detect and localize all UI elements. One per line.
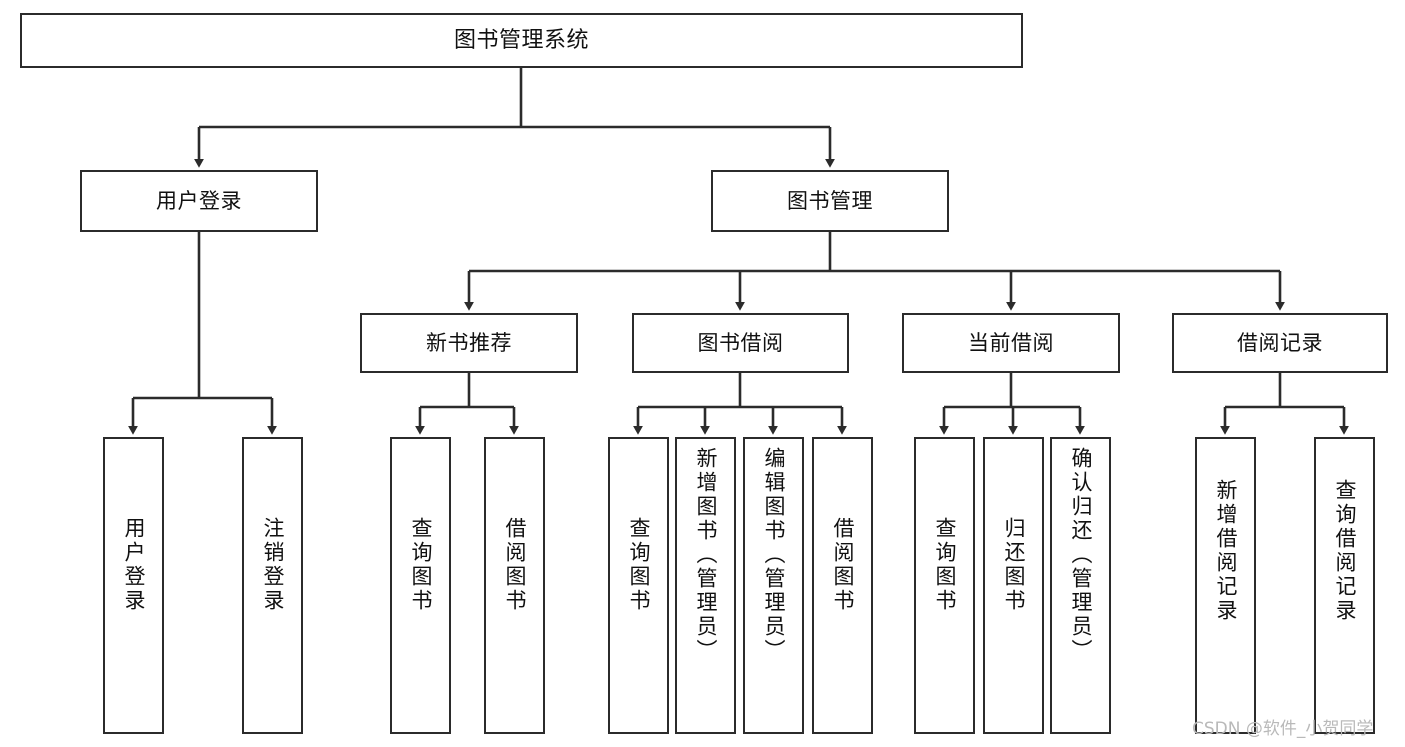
node-leaf-borrow-book-2-label: 借阅图书	[831, 517, 855, 613]
node-borrow-record-label: 借阅记录	[1237, 330, 1323, 355]
node-leaf-borrow-book-1-label: 借阅图书	[503, 517, 527, 613]
node-leaf-edit-book[interactable]: 编辑图书（管理员）	[743, 437, 804, 734]
watermark: CSDN @软件_小贺同学	[1192, 719, 1374, 739]
node-leaf-add-book[interactable]: 新增图书（管理员）	[675, 437, 736, 734]
node-leaf-add-book-label: 新增图书（管理员）	[694, 447, 718, 663]
node-user-login[interactable]: 用户登录	[80, 170, 318, 232]
node-root-label: 图书管理系统	[453, 27, 589, 53]
node-leaf-user-login-label: 用户登录	[122, 517, 146, 613]
node-leaf-add-record[interactable]: 新增借阅记录	[1195, 437, 1256, 734]
node-leaf-query-record-label: 查询借阅记录	[1333, 479, 1357, 623]
node-leaf-user-logout[interactable]: 注销登录	[242, 437, 303, 734]
node-leaf-query-record[interactable]: 查询借阅记录	[1314, 437, 1375, 734]
node-leaf-query-book-1-label: 查询图书	[409, 517, 433, 613]
node-current-borrow[interactable]: 当前借阅	[902, 313, 1120, 373]
node-leaf-query-book-3[interactable]: 查询图书	[914, 437, 975, 734]
node-leaf-edit-book-label: 编辑图书（管理员）	[762, 447, 786, 663]
node-leaf-query-book-2-label: 查询图书	[627, 517, 651, 613]
node-book-management[interactable]: 图书管理	[711, 170, 949, 232]
node-new-book-recommend-label: 新书推荐	[426, 330, 512, 355]
node-leaf-query-book-3-label: 查询图书	[933, 517, 957, 613]
node-leaf-return-book[interactable]: 归还图书	[983, 437, 1044, 734]
node-book-management-label: 图书管理	[787, 188, 873, 213]
node-current-borrow-label: 当前借阅	[968, 330, 1054, 355]
node-leaf-borrow-book-2[interactable]: 借阅图书	[812, 437, 873, 734]
node-leaf-user-logout-label: 注销登录	[261, 517, 285, 613]
node-leaf-add-record-label: 新增借阅记录	[1214, 479, 1238, 623]
node-leaf-user-login[interactable]: 用户登录	[103, 437, 164, 734]
node-book-borrow-label: 图书借阅	[697, 330, 784, 355]
node-leaf-confirm-return-label: 确认归还（管理员）	[1069, 447, 1093, 663]
node-new-book-recommend[interactable]: 新书推荐	[360, 313, 578, 373]
node-leaf-query-book-1[interactable]: 查询图书	[390, 437, 451, 734]
node-user-login-label: 用户登录	[156, 188, 242, 213]
node-leaf-confirm-return[interactable]: 确认归还（管理员）	[1050, 437, 1111, 734]
node-leaf-return-book-label: 归还图书	[1002, 517, 1026, 613]
node-borrow-record[interactable]: 借阅记录	[1172, 313, 1388, 373]
node-leaf-borrow-book-1[interactable]: 借阅图书	[484, 437, 545, 734]
node-root[interactable]: 图书管理系统	[20, 13, 1023, 68]
node-leaf-query-book-2[interactable]: 查询图书	[608, 437, 669, 734]
node-book-borrow[interactable]: 图书借阅	[632, 313, 849, 373]
